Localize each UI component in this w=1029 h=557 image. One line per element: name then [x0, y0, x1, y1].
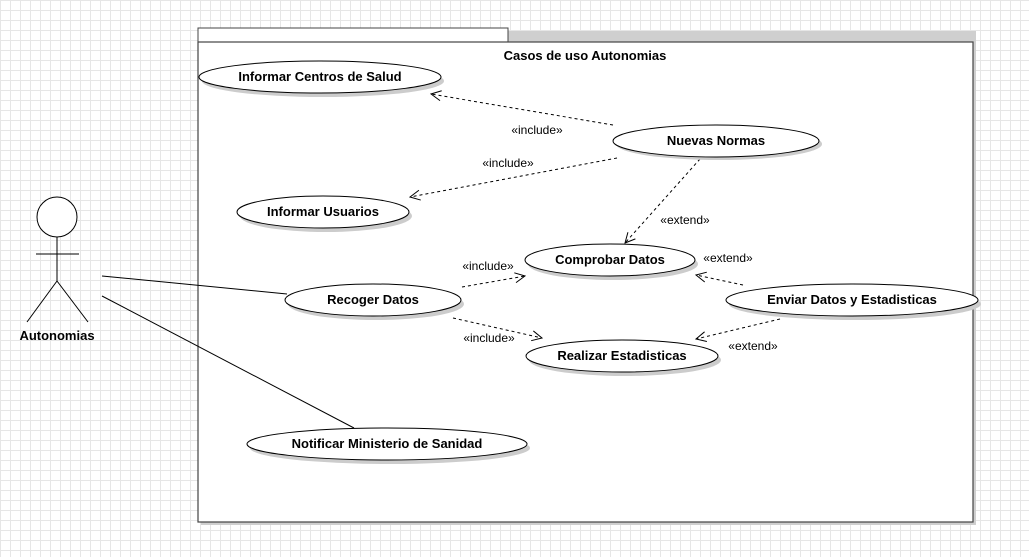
include-arrow-comprobar-datos[interactable] [461, 276, 525, 288]
use-case-label: Realizar Estadisticas [557, 348, 686, 363]
extend-label-2: «extend» [703, 251, 753, 265]
use-case-label: Recoger Datos [327, 292, 419, 307]
use-case-label: Enviar Datos y Estadisticas [767, 292, 937, 307]
actor-name: Autonomias [19, 328, 94, 343]
association-notificar-ministerio[interactable] [101, 295, 355, 429]
include-label-4: «include» [463, 331, 515, 345]
use-case-enviar-datos[interactable]: Enviar Datos y Estadisticas [725, 283, 981, 320]
extend-arrow-enviar-realizar[interactable] [696, 318, 781, 339]
use-case-label: Informar Usuarios [267, 204, 379, 219]
include-arrow-informar-centros[interactable] [431, 94, 614, 126]
actor-head [36, 196, 78, 238]
include-label-2: «include» [482, 156, 534, 170]
use-case-label: Notificar Ministerio de Sanidad [292, 436, 483, 451]
system-title: Casos de uso Autonomias [504, 48, 667, 63]
actor-left-leg [26, 280, 58, 323]
use-case-nuevas-normas[interactable]: Nuevas Normas [612, 124, 822, 160]
use-case-label: Informar Centros de Salud [238, 69, 401, 84]
use-case-informar-centros[interactable]: Informar Centros de Salud [198, 60, 444, 97]
include-arrow-informar-usuarios[interactable] [410, 157, 618, 197]
use-case-comprobar-datos[interactable]: Comprobar Datos [524, 243, 698, 280]
use-case-label: Nuevas Normas [667, 133, 765, 148]
use-case-realizar-estadisticas[interactable]: Realizar Estadisticas [525, 339, 721, 376]
extend-arrow-enviar-comprobar[interactable] [696, 275, 744, 286]
use-case-label: Comprobar Datos [555, 252, 665, 267]
use-case-notificar-ministerio[interactable]: Notificar Ministerio de Sanidad [246, 427, 530, 464]
extend-label-1: «extend» [660, 213, 710, 227]
extend-arrow-nuevas-comprobar[interactable] [625, 158, 701, 243]
actor-right-leg [56, 280, 89, 323]
include-label-1: «include» [511, 123, 563, 137]
actor-autonomias[interactable] [26, 196, 89, 323]
association-recoger-datos[interactable] [101, 275, 288, 295]
include-label-3: «include» [462, 259, 514, 273]
extend-label-3: «extend» [728, 339, 778, 353]
use-case-recoger-datos[interactable]: Recoger Datos [284, 283, 464, 320]
use-case-informar-usuarios[interactable]: Informar Usuarios [236, 195, 412, 232]
